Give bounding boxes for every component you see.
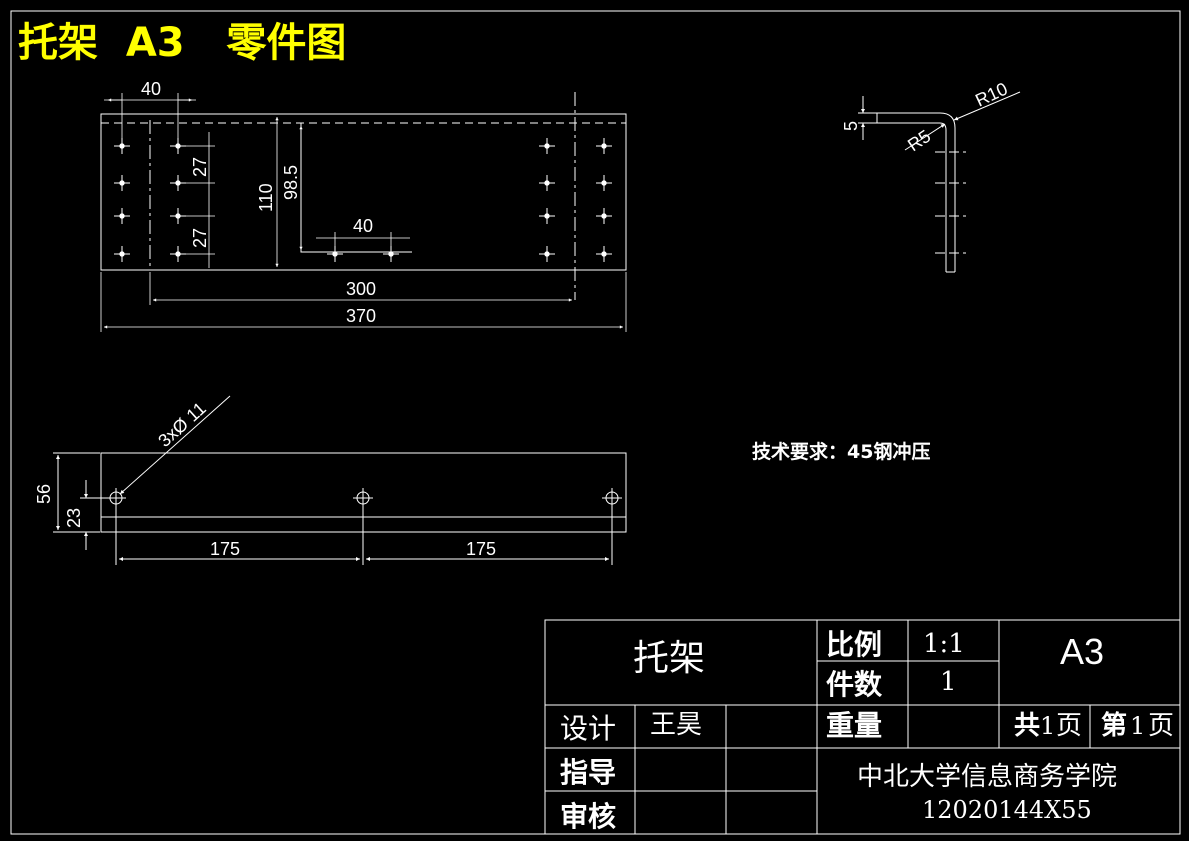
dim-98-5: 98.5 [281,165,301,200]
hole [114,138,130,154]
page-number: 1 [1130,712,1145,740]
hole [114,175,130,191]
hole [539,246,555,262]
quantity-label: 件数 [826,668,883,701]
dim-40-mid: 40 [353,216,373,236]
hole [353,488,373,508]
dim-370: 370 [346,306,376,326]
top-view-dimensions [100,93,627,332]
hole-callout: 3xØ 11 [154,398,210,451]
technical-requirements: 技术要求：45钢冲压 [752,440,930,463]
hole [539,208,555,224]
title-block [544,619,1181,835]
dim-175-b: 175 [466,539,496,559]
side-view [858,91,1021,273]
total-pages-number: 1 [1040,712,1055,740]
hole [602,488,622,508]
scale-label: 比例 [826,628,882,661]
designer-name: 王昊 [650,710,702,740]
dim-175-a: 175 [210,539,240,559]
hole [596,208,612,224]
dim-23: 23 [64,508,84,528]
hole [596,138,612,154]
top-view-outline [100,113,627,271]
hole [383,246,399,262]
dim-300: 300 [346,279,376,299]
guide-label: 指导 [560,756,616,789]
page-suffix: 页 [1148,711,1174,741]
dim-56: 56 [34,484,54,504]
top-view [100,92,627,300]
dim-40-top: 40 [141,79,161,99]
front-view [53,395,627,565]
dim-110: 110 [256,183,276,212]
hole [596,246,612,262]
scale-value: 1:1 [923,629,965,659]
weight-label: 重量 [826,709,882,742]
total-pages-prefix: 共 [1014,711,1040,741]
school-name: 中北大学信息商务学院 [857,762,1117,792]
hole [539,138,555,154]
hole [114,246,130,262]
top-view-holes [114,138,612,262]
design-label: 设计 [560,712,616,745]
dim-5: 5 [841,121,861,131]
student-id: 12020144X55 [922,796,1092,824]
dim-27-a: 27 [190,157,210,177]
part-name: 托架 [633,638,705,679]
hole [327,246,343,262]
hole [539,175,555,191]
dim-r5: R5 [904,126,934,155]
hole [596,175,612,191]
review-label: 审核 [560,800,616,833]
total-pages-suffix: 页 [1056,711,1082,741]
sheet-size: A3 [1060,631,1104,672]
hole [170,138,186,154]
dim-r10: R10 [972,79,1010,111]
quantity-value: 1 [940,667,957,697]
profile-outer [877,112,956,272]
page-prefix: 第 [1101,710,1127,741]
dim-27-b: 27 [190,228,210,248]
drawing-title: 托架 A3 零件图 [18,20,346,66]
hole [114,208,130,224]
